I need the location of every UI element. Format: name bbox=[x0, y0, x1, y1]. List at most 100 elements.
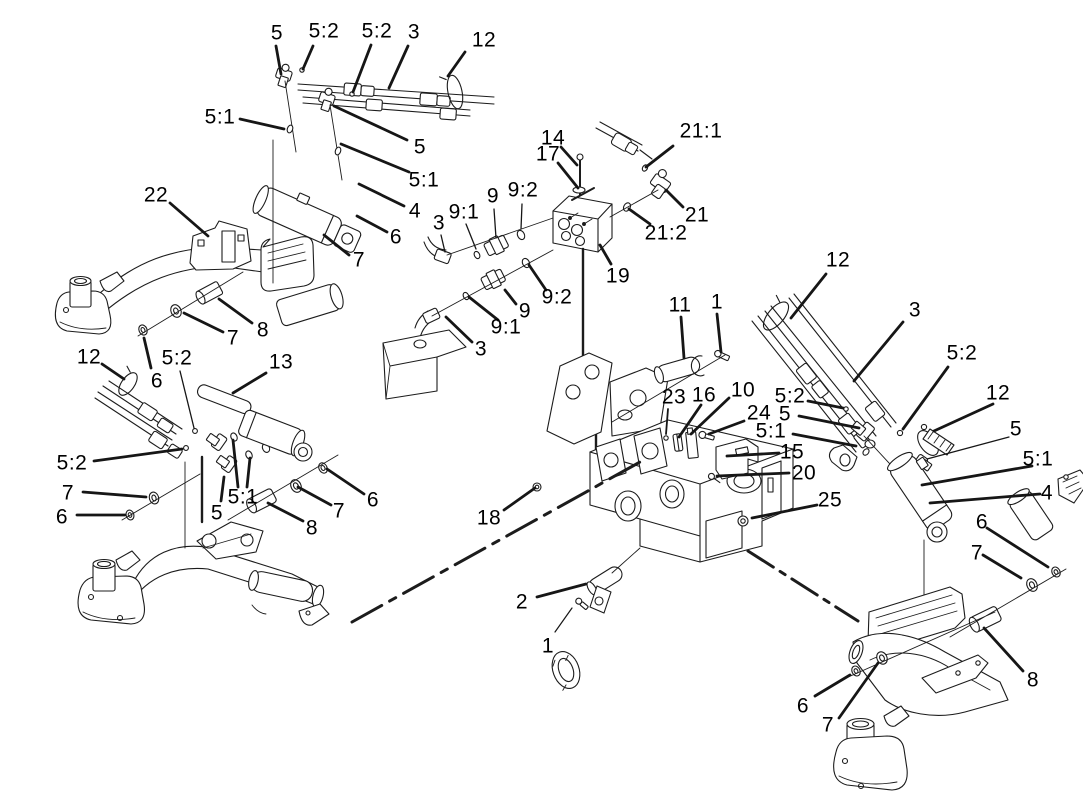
leader-line-12 bbox=[446, 50, 467, 78]
leader-line-21 bbox=[664, 188, 685, 209]
leader-line-3 bbox=[440, 234, 446, 253]
leader-line-5-1 bbox=[238, 117, 286, 131]
lift-cylinder-left bbox=[252, 124, 362, 284]
leader-line-12 bbox=[932, 402, 995, 433]
leader-line-8 bbox=[982, 626, 1025, 673]
leader-line-5-1 bbox=[791, 432, 858, 448]
keeper-plate bbox=[1057, 469, 1083, 504]
leader-line-3 bbox=[387, 44, 410, 90]
elbow-5c bbox=[205, 433, 228, 451]
leader-line-5-2 bbox=[806, 399, 845, 410]
leader-line-5-2 bbox=[301, 44, 315, 71]
leader-line-22 bbox=[168, 201, 210, 238]
leader-line-8 bbox=[266, 501, 305, 523]
leader-line-2 bbox=[535, 582, 588, 599]
pin-11 bbox=[653, 356, 701, 384]
plug-25 bbox=[737, 515, 749, 527]
leader-line-19 bbox=[598, 243, 613, 266]
leader-line-6 bbox=[355, 214, 389, 234]
leader-line-4 bbox=[928, 492, 1042, 505]
hose-assembly-top bbox=[275, 63, 495, 181]
clamp-12-right bbox=[762, 294, 790, 331]
leader-line-1 bbox=[715, 312, 723, 354]
leader-line-15 bbox=[725, 451, 781, 458]
part-16 bbox=[672, 433, 684, 452]
main-frame bbox=[532, 349, 794, 691]
leader-line-5-1 bbox=[231, 438, 240, 489]
leader-line-5 bbox=[332, 104, 409, 142]
bushing-8c bbox=[246, 488, 277, 514]
leader-line-7 bbox=[182, 311, 225, 334]
oring-6a bbox=[138, 324, 148, 336]
valve-assembly-19 bbox=[414, 121, 672, 508]
leader-line-12 bbox=[789, 272, 828, 320]
leader-line-5-2 bbox=[901, 365, 950, 431]
fitting-9b bbox=[480, 268, 506, 290]
leader-line-14 bbox=[559, 145, 579, 167]
cylinder-13 bbox=[196, 384, 313, 462]
screw-24 bbox=[698, 430, 715, 441]
screw-20 bbox=[707, 472, 721, 484]
right-arm bbox=[833, 566, 1067, 791]
leader-line-10 bbox=[689, 396, 731, 436]
leader-line-7 bbox=[322, 233, 351, 257]
leader-line-5-2 bbox=[179, 370, 195, 429]
leader-line-6 bbox=[142, 336, 153, 370]
leader-line-23 bbox=[665, 408, 669, 435]
leader-line-20 bbox=[715, 471, 791, 478]
leader-line-9 bbox=[503, 288, 518, 306]
leader-line-9-1 bbox=[467, 295, 500, 322]
leader-line-9-2 bbox=[527, 263, 548, 292]
fitting-9a bbox=[483, 234, 509, 256]
leader-line-5-2 bbox=[351, 43, 373, 94]
leader-line-7 bbox=[837, 661, 880, 720]
leader-line-3 bbox=[444, 315, 474, 344]
screw-1b bbox=[575, 597, 589, 610]
leader-line-17 bbox=[556, 161, 580, 190]
leader-line-25 bbox=[750, 503, 819, 520]
leader-line-16 bbox=[677, 403, 703, 439]
leader-line-21-2 bbox=[627, 207, 652, 226]
leader-line-5 bbox=[797, 414, 861, 430]
disc-plate bbox=[551, 651, 581, 691]
lift-cylinder-right bbox=[887, 451, 1083, 605]
leader-line-9 bbox=[493, 208, 497, 239]
clamp-12-left bbox=[118, 365, 138, 396]
leader-line-1 bbox=[554, 607, 573, 633]
leader-line-7 bbox=[81, 490, 148, 499]
elbow-5d bbox=[215, 455, 238, 473]
elbow-21 bbox=[649, 168, 672, 200]
leader-line-5-1 bbox=[245, 456, 252, 489]
elbow-5a bbox=[275, 63, 293, 88]
leader-line-11 bbox=[679, 315, 686, 360]
leader-line-5 bbox=[274, 44, 283, 76]
leader-line-6 bbox=[813, 673, 852, 698]
part-10 bbox=[685, 427, 699, 459]
leader-line-13 bbox=[231, 371, 268, 395]
leader-line-5 bbox=[219, 475, 226, 503]
leader-line-5-2 bbox=[92, 447, 184, 463]
part-23 bbox=[663, 435, 669, 441]
leader-line-18 bbox=[502, 486, 537, 512]
leader-line-9-1 bbox=[465, 223, 477, 250]
phantom-lines bbox=[350, 460, 860, 624]
leader-line-6 bbox=[325, 467, 366, 496]
leader-line-4 bbox=[357, 182, 406, 208]
leader-line-6 bbox=[985, 526, 1050, 569]
leader-line-3 bbox=[852, 320, 905, 383]
hose-bracket bbox=[382, 329, 467, 400]
leader-line-8 bbox=[217, 297, 254, 325]
elbow-5b bbox=[318, 87, 336, 112]
leader-line-7 bbox=[296, 485, 333, 507]
leader-line-24 bbox=[707, 419, 746, 436]
left-arm-lower bbox=[77, 521, 330, 626]
leader-line-9-2 bbox=[520, 203, 523, 230]
leader-line-21-1 bbox=[644, 144, 675, 169]
screw-1a bbox=[714, 349, 731, 362]
leader-line-7 bbox=[981, 553, 1023, 580]
oring-7a bbox=[170, 304, 182, 318]
leader-line-5-1 bbox=[920, 464, 1034, 487]
leader-line-5 bbox=[926, 436, 1010, 460]
